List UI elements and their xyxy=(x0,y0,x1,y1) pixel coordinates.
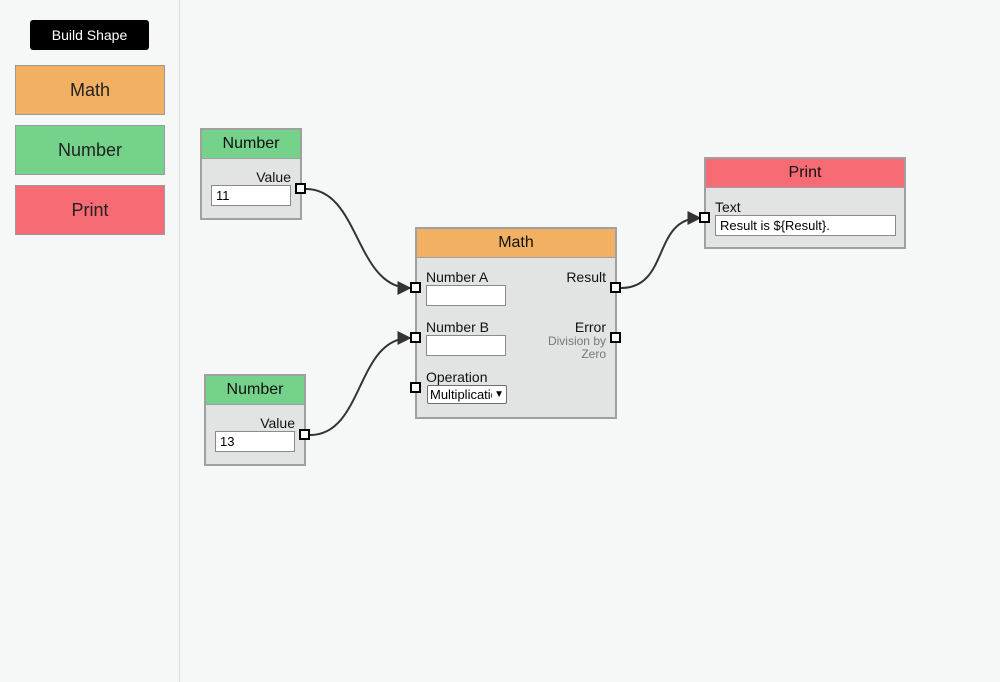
operation-input-port[interactable] xyxy=(410,382,421,393)
number-b-label: Number B xyxy=(426,319,490,335)
chevron-down-icon: ▼ xyxy=(494,389,504,400)
palette-math[interactable]: Math xyxy=(15,65,165,115)
number2-value-output-port[interactable] xyxy=(299,429,310,440)
wire-result-to-text xyxy=(620,211,702,289)
number-b-input[interactable] xyxy=(426,335,506,356)
number-a-label: Number A xyxy=(426,269,489,285)
sidebar: Build Shape Math Number Print xyxy=(0,0,180,682)
number-b-input-port[interactable] xyxy=(410,332,421,343)
operation-value: Multiplication xyxy=(430,387,492,402)
text-input-port[interactable] xyxy=(699,212,710,223)
math-node[interactable]: Math Number A Result Number B Error Divi… xyxy=(415,227,617,419)
value-label: Value xyxy=(256,169,291,185)
operation-label: Operation xyxy=(426,369,488,385)
operation-select[interactable]: Multiplication ▼ xyxy=(427,385,507,404)
number-node-2[interactable]: Number Value xyxy=(204,374,306,466)
number1-value-output-port[interactable] xyxy=(295,183,306,194)
node-title[interactable]: Print xyxy=(706,159,904,188)
number-a-input[interactable] xyxy=(426,285,506,306)
result-label: Result xyxy=(566,269,606,285)
number-node-1[interactable]: Number Value xyxy=(200,128,302,220)
result-output-port[interactable] xyxy=(610,282,621,293)
number-a-input-port[interactable] xyxy=(410,282,421,293)
value-input[interactable] xyxy=(211,185,291,206)
error-message: Division by Zero xyxy=(547,334,606,361)
node-title[interactable]: Number xyxy=(206,376,304,405)
text-label: Text xyxy=(715,199,741,215)
value-input[interactable] xyxy=(215,431,295,452)
error-output-port[interactable] xyxy=(610,332,621,343)
node-title[interactable]: Math xyxy=(417,229,615,258)
wire-number2-to-number-b xyxy=(309,331,412,436)
palette-number[interactable]: Number xyxy=(15,125,165,175)
value-label: Value xyxy=(260,415,295,431)
print-node[interactable]: Print Text xyxy=(704,157,906,249)
text-input[interactable] xyxy=(715,215,896,236)
node-title[interactable]: Number xyxy=(202,130,300,159)
build-shape-button[interactable]: Build Shape xyxy=(30,20,149,50)
palette-print[interactable]: Print xyxy=(15,185,165,235)
wire-number1-to-number-a xyxy=(305,188,412,295)
error-label: Error xyxy=(574,319,606,335)
